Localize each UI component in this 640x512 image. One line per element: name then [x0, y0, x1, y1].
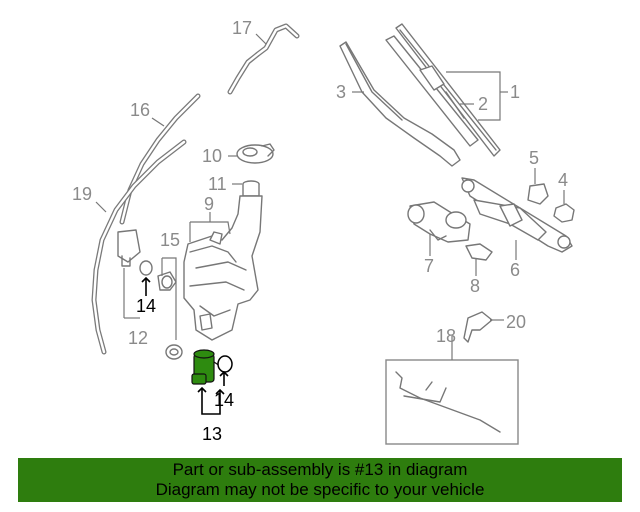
callout-7: 7: [424, 256, 434, 276]
callout-19: 19: [72, 184, 92, 204]
callout-13: 13: [202, 424, 222, 444]
reservoir-9[interactable]: [183, 195, 263, 341]
hose-17[interactable]: [227, 23, 300, 95]
nozzle-20[interactable]: [463, 311, 493, 343]
filler-neck-11[interactable]: [242, 180, 260, 197]
callout-14-right: 14: [214, 390, 234, 410]
o-ring-14-right[interactable]: [217, 355, 233, 373]
callout-11: 11: [208, 174, 227, 194]
nut-cap-4[interactable]: [553, 203, 575, 223]
leader-lines-highlight: [141, 276, 229, 415]
wiper-arm-3[interactable]: [339, 41, 461, 167]
callout-14-left: 14: [136, 296, 156, 316]
callout-4: 4: [558, 170, 568, 190]
cap-10[interactable]: [236, 143, 275, 164]
leader-lines: [95, 33, 565, 360]
hose-19[interactable]: [91, 139, 187, 355]
callout-6: 6: [510, 260, 520, 280]
callout-16: 16: [130, 100, 150, 120]
cap-5[interactable]: [527, 183, 549, 205]
wiper-blade-2[interactable]: [385, 35, 479, 147]
callout-12: 12: [128, 328, 148, 348]
banner-line-2: Diagram may not be specific to your vehi…: [155, 480, 485, 499]
grommet-15[interactable]: [157, 271, 183, 360]
wiper-linkage-6[interactable]: [461, 177, 573, 253]
callout-15: 15: [160, 230, 180, 250]
callout-8: 8: [470, 276, 480, 296]
parts-diagram: 1 2 3 4 5 6 7 8 9 10 11 12 13 14 14 15 1…: [72, 18, 575, 445]
callout-17: 17: [232, 18, 252, 38]
callout-9: 9: [204, 194, 214, 214]
callout-10: 10: [202, 146, 222, 166]
washer-pump-13[interactable]: [191, 349, 221, 385]
callout-labels: 1 2 3 4 5 6 7 8 9 10 11 12 13 14 14 15 1…: [72, 18, 568, 444]
callout-20: 20: [506, 312, 526, 332]
callout-2: 2: [478, 94, 488, 114]
callout-18: 18: [436, 326, 456, 346]
callout-3: 3: [336, 82, 346, 102]
o-ring-14-left[interactable]: [139, 260, 153, 276]
callout-1: 1: [510, 82, 520, 102]
hose-kit-18[interactable]: [385, 359, 519, 445]
washer-pump-12[interactable]: [117, 229, 141, 267]
callout-5: 5: [529, 148, 539, 168]
bracket-8[interactable]: [465, 243, 493, 261]
info-banner: Part or sub-assembly is #13 in diagram D…: [18, 458, 622, 502]
wiper-motor-7[interactable]: [407, 201, 471, 243]
banner-line-1: Part or sub-assembly is #13 in diagram: [172, 460, 468, 479]
